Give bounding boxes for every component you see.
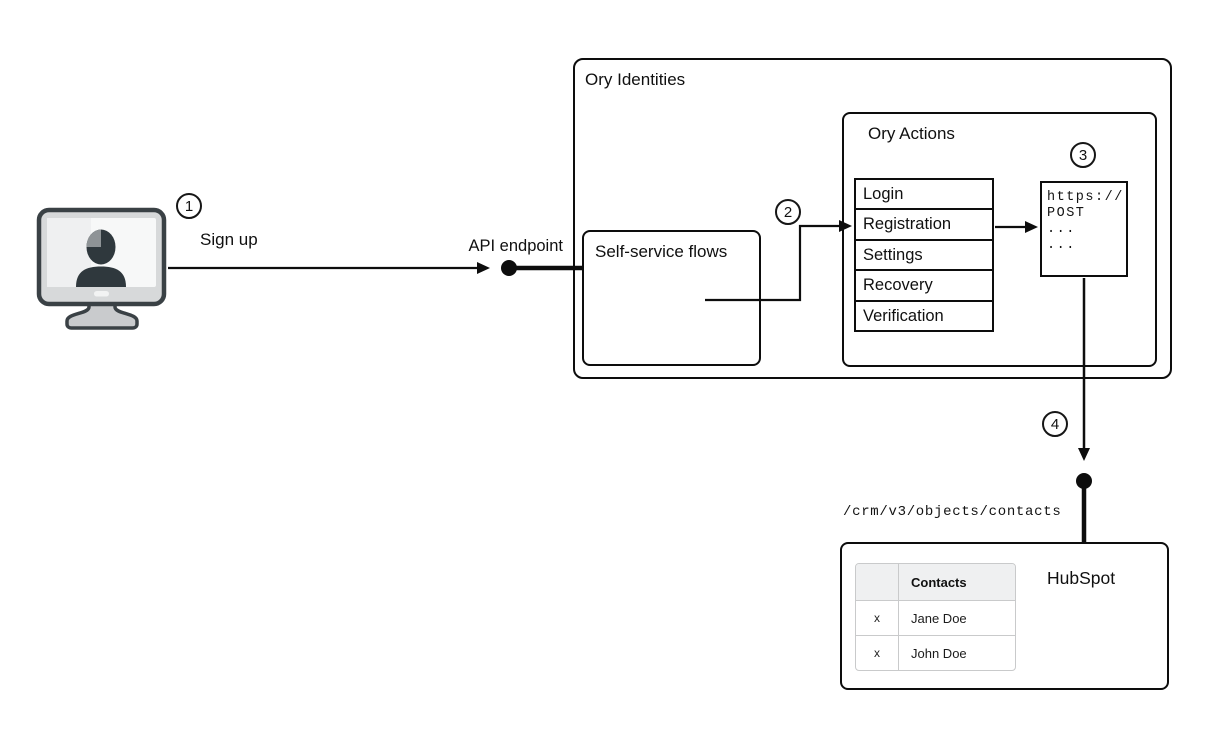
ory-identities-box (573, 58, 1172, 379)
step-2-badge: 2 (775, 199, 801, 225)
ory-actions-title: Ory Actions (868, 124, 955, 143)
code-line-method: POST (1047, 206, 1086, 221)
contacts-table-header-row: Contacts (856, 564, 1015, 600)
ory-actions-box (842, 112, 1157, 367)
hubspot-endpoint-dot (1076, 473, 1092, 489)
signup-arrowhead (477, 262, 490, 274)
api-endpoint-dot (501, 260, 517, 276)
code-line-ellipsis-2: ... (1047, 238, 1076, 253)
row-name: Jane Doe (911, 610, 967, 626)
row-marker: x (856, 601, 899, 635)
flow-list: Login Registration Settings Recovery Ver… (854, 178, 994, 332)
hubspot-box (840, 542, 1169, 690)
hubspot-arrowhead (1078, 448, 1090, 461)
step-3-number: 3 (1078, 146, 1088, 164)
flow-item-verification: Verification (856, 299, 992, 330)
monitor-stand (65, 298, 139, 330)
step-4-number: 4 (1050, 415, 1060, 433)
webhook-code-box: https:// POST ... ... (1040, 181, 1128, 277)
step-2-number: 2 (783, 203, 793, 221)
self-service-flows-title: Self-service flows (595, 242, 728, 261)
flow-item-registration: Registration (856, 208, 992, 238)
table-row: x John Doe (856, 635, 1015, 670)
contacts-table: Contacts x Jane Doe x John Doe (855, 563, 1016, 671)
ory-identities-title: Ory Identities (585, 70, 686, 89)
sign-up-label: Sign up (200, 230, 258, 249)
flow-item-settings: Settings (856, 238, 992, 269)
code-line-ellipsis-1: ... (1047, 222, 1076, 237)
flow-item-recovery: Recovery (856, 269, 992, 299)
api-endpoint-label: API endpoint (468, 237, 564, 255)
table-row: x Jane Doe (856, 600, 1015, 635)
contacts-table-header-marker-cell (856, 564, 899, 600)
user-silhouette-icon (76, 229, 126, 287)
step-1-number: 1 (184, 197, 194, 215)
row-marker: x (856, 636, 899, 670)
code-line-url: https:// (1047, 190, 1124, 205)
crm-path-label: /crm/v3/objects/contacts (843, 504, 1062, 520)
contacts-table-header-cell: Contacts (911, 574, 967, 590)
step-4-badge: 4 (1042, 411, 1068, 437)
hubspot-title: HubSpot (1047, 568, 1116, 588)
row-name: John Doe (911, 645, 967, 661)
step-3-badge: 3 (1070, 142, 1096, 168)
monitor-power-pill (94, 291, 109, 297)
step-1-badge: 1 (176, 193, 202, 219)
monitor-user-icon (36, 207, 167, 330)
flow-item-login: Login (863, 185, 904, 203)
